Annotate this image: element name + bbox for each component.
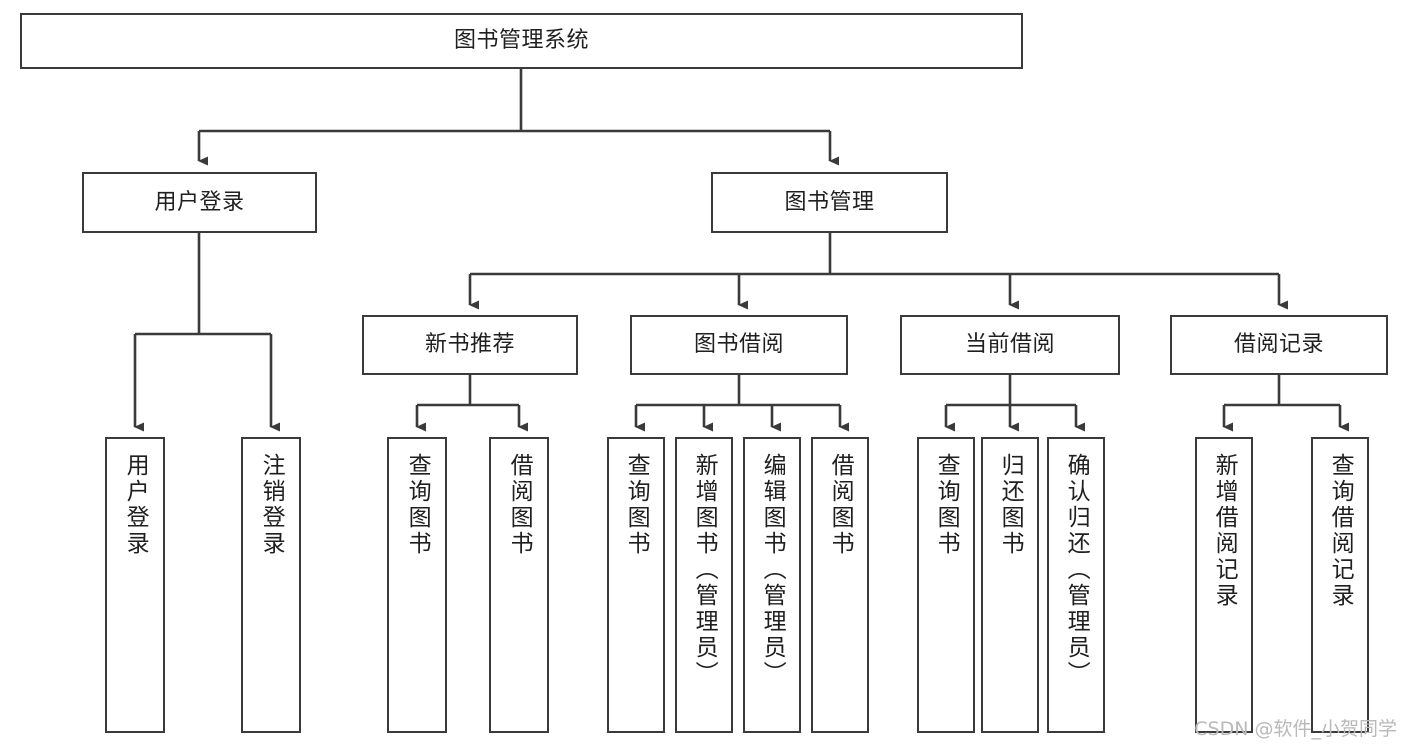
node-current-borrow-label: 当前借阅 <box>964 332 1055 358</box>
node-leaf-borrow-book-2-label: 借阅图书 <box>827 453 854 557</box>
node-leaf-add-record-label: 新增借阅记录 <box>1211 453 1238 609</box>
node-leaf-query-book-3[interactable]: 查询图书 <box>917 437 975 733</box>
node-borrow-record-label: 借阅记录 <box>1233 332 1324 358</box>
node-leaf-logout-login[interactable]: 注销登录 <box>241 437 301 733</box>
node-current-borrow[interactable]: 当前借阅 <box>900 315 1120 375</box>
node-leaf-add-book[interactable]: 新增图书（管理员） <box>675 437 733 733</box>
node-book-manage[interactable]: 图书管理 <box>711 172 948 233</box>
node-user-login-label: 用户登录 <box>154 189 245 215</box>
node-borrow-record[interactable]: 借阅记录 <box>1170 315 1388 375</box>
node-new-book-rec-label: 新书推荐 <box>424 332 515 358</box>
node-leaf-confirm-return[interactable]: 确认归还（管理员） <box>1047 437 1105 733</box>
node-root-label: 图书管理系统 <box>453 28 589 54</box>
node-leaf-borrow-book-2[interactable]: 借阅图书 <box>811 437 869 733</box>
node-leaf-borrow-book-1-label: 借阅图书 <box>506 453 533 557</box>
node-leaf-query-book-1-label: 查询图书 <box>404 453 431 557</box>
node-leaf-query-record-label: 查询借阅记录 <box>1327 453 1354 609</box>
node-leaf-return-book[interactable]: 归还图书 <box>981 437 1039 733</box>
node-leaf-user-login-label: 用户登录 <box>122 453 149 557</box>
node-leaf-confirm-return-label: 确认归还（管理员） <box>1063 453 1090 687</box>
node-new-book-rec[interactable]: 新书推荐 <box>362 315 578 375</box>
node-leaf-logout-login-label: 注销登录 <box>258 453 285 557</box>
node-leaf-edit-book-label: 编辑图书（管理员） <box>759 453 786 687</box>
node-book-manage-label: 图书管理 <box>784 189 875 215</box>
node-leaf-query-book-3-label: 查询图书 <box>933 453 960 557</box>
node-root[interactable]: 图书管理系统 <box>20 13 1023 69</box>
node-leaf-add-book-label: 新增图书（管理员） <box>691 453 718 687</box>
node-book-borrow[interactable]: 图书借阅 <box>630 315 848 375</box>
node-book-borrow-label: 图书借阅 <box>693 332 784 358</box>
node-leaf-query-record[interactable]: 查询借阅记录 <box>1311 437 1369 733</box>
node-user-login[interactable]: 用户登录 <box>82 172 317 233</box>
node-leaf-user-login[interactable]: 用户登录 <box>105 437 165 733</box>
node-leaf-query-book-1[interactable]: 查询图书 <box>387 437 447 733</box>
node-leaf-edit-book[interactable]: 编辑图书（管理员） <box>743 437 801 733</box>
node-leaf-return-book-label: 归还图书 <box>997 453 1024 557</box>
node-leaf-query-book-2[interactable]: 查询图书 <box>607 437 665 733</box>
node-leaf-add-record[interactable]: 新增借阅记录 <box>1195 437 1253 733</box>
node-leaf-query-book-2-label: 查询图书 <box>623 453 650 557</box>
node-leaf-borrow-book-1[interactable]: 借阅图书 <box>489 437 549 733</box>
csdn-watermark: CSDN @软件_小贺同学 <box>1194 718 1397 740</box>
